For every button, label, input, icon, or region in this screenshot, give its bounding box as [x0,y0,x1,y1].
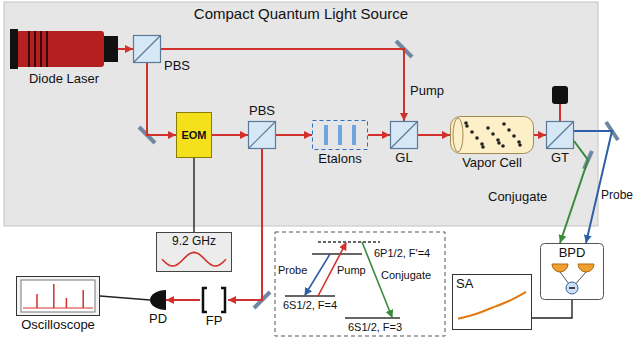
energy-level [345,317,400,319]
virtual-level [318,241,380,242]
modulator-box: EOM [176,112,212,158]
oscilloscope-shape [16,276,100,316]
beam-dump [552,86,568,104]
level-label: 6S1/2, F=4 [283,299,337,312]
node-label: GT [551,151,569,166]
light-beam [228,149,262,300]
spectrum-analyzer: SA [452,274,532,330]
light-beam [574,131,612,243]
oscilloscope: Oscilloscope [16,276,100,316]
light-beam [161,49,404,121]
fabry-perot-shape [200,288,228,312]
node-label: PD [149,312,167,327]
polarizer: GL [390,121,418,149]
level-label: 6P1/2, F'=4 [374,247,430,260]
photodiode-shape [150,290,166,310]
beam-splitter-shape [248,121,276,149]
light-beam [418,134,450,136]
level-diagram-frame [275,232,445,336]
node-label: PBS [164,59,190,74]
vapor-cell-shape [450,116,534,154]
beam-label: Probe [601,189,633,203]
polarizer: GT [546,121,574,149]
node-label: Diode Laser [29,72,99,87]
light-beam [534,134,546,136]
signal-generator: 9.2 GHz [156,232,232,272]
energy-level [285,295,335,297]
rejected-pump-beam [559,104,561,121]
etalon-filter: Etalons [312,120,368,150]
node-label: Compact Quantum Light Source [194,5,408,22]
diode-laser: Diode Laser [10,28,118,70]
beam-label: Conjugate [488,190,547,205]
diode-laser-shape [10,28,118,70]
polarizer-shape [546,121,574,149]
level-label: Probe [278,264,307,277]
polarizer-shape [390,121,418,149]
node-label: SA [456,277,473,292]
node-label: Etalons [318,152,361,167]
node-label: Oscilloscope [21,318,95,333]
signal-cable [100,296,150,300]
photodiode: PD [150,290,166,310]
signal-cable [193,158,194,232]
node-label: GL [395,151,412,166]
light-beam [276,134,312,136]
signal-cable [532,300,572,318]
light-beam [118,48,133,50]
node-label: EOM [181,129,206,142]
balanced-detector: BPD [540,243,604,300]
node-label: FP [206,314,223,329]
node-label: PBS [249,104,275,119]
energy-level [312,253,362,255]
light-beam [166,299,200,301]
etalon-filter-shape [312,120,368,150]
level-label: Conjugate [381,269,431,282]
light-beam [368,134,390,136]
probe-transition [305,254,330,295]
beam-splitter-shape [133,35,161,63]
beam-splitter: PBS [248,121,276,149]
node-label: BPD [559,246,586,261]
light-beam [212,134,248,136]
source-panel [4,2,598,226]
beam-splitter: PBS [133,35,161,63]
light-beam [147,63,176,135]
beam-label: Pump [410,84,444,99]
vapor-cell: Vapor Cell [450,116,534,154]
level-label: 6S1/2, F=3 [348,321,402,334]
fabry-perot: FP [200,288,228,312]
level-label: Pump [337,264,366,277]
node-label: 9.2 GHz [172,235,216,249]
node-label: Vapor Cell [462,156,522,171]
